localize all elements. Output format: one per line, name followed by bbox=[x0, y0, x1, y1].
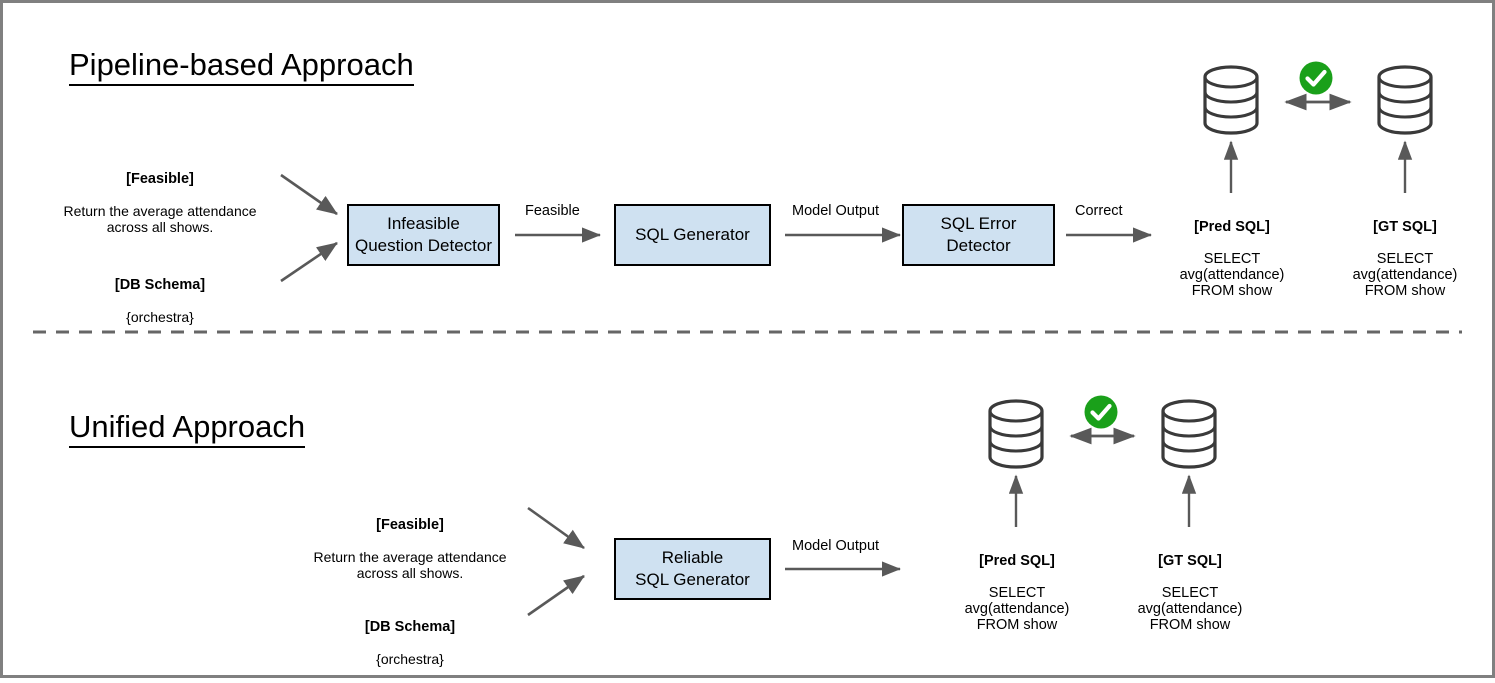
pipeline-pred-sql-body: SELECT avg(attendance) FROM show bbox=[1179, 251, 1285, 299]
edge-label-model-output-bottom: Model Output bbox=[792, 538, 880, 554]
unified-pred-sql: [Pred SQL] SELECT avg(attendance) FROM s… bbox=[941, 537, 1093, 649]
edge-label-feasible: Feasible bbox=[525, 203, 580, 219]
input-arrow-feasible-bottom bbox=[527, 506, 585, 550]
unified-input-schema-body: {orchestra} bbox=[376, 651, 444, 667]
unified-pred-sql-body: SELECT avg(attendance) FROM show bbox=[964, 585, 1070, 633]
pipeline-gt-sql: [GT SQL] SELECT avg(attendance) FROM sho… bbox=[1329, 203, 1481, 315]
unified-input-schema: [DB Schema] {orchestra} bbox=[315, 603, 505, 683]
database-icon-gt-bottom bbox=[1161, 399, 1217, 469]
pipeline-section-title: Pipeline-based Approach bbox=[69, 47, 414, 86]
green-check-icon-bottom bbox=[1084, 395, 1118, 429]
unified-pred-sql-header: [Pred SQL] bbox=[979, 553, 1055, 569]
input-arrow-schema-bottom bbox=[527, 574, 585, 617]
pipeline-input-feasible-body: Return the average attendance across all… bbox=[63, 203, 257, 235]
edge-label-correct: Correct bbox=[1075, 203, 1123, 219]
pipeline-pred-sql-header: [Pred SQL] bbox=[1194, 219, 1270, 235]
unified-section-title: Unified Approach bbox=[69, 409, 306, 448]
box-infeasible-question-detector[interactable]: Infeasible Question Detector bbox=[347, 204, 500, 266]
pipeline-gt-sql-header: [GT SQL] bbox=[1373, 219, 1437, 235]
box-reliable-sql-generator[interactable]: Reliable SQL Generator bbox=[614, 538, 771, 600]
database-icon-gt-top bbox=[1377, 65, 1433, 135]
input-arrow-schema-top bbox=[280, 241, 338, 283]
pipeline-pred-sql: [Pred SQL] SELECT avg(attendance) FROM s… bbox=[1156, 203, 1308, 315]
box-sql-error-detector[interactable]: SQL Error Detector bbox=[902, 204, 1055, 266]
input-arrow-feasible-top bbox=[280, 173, 338, 216]
pipeline-input-schema-header: [DB Schema] bbox=[114, 277, 206, 293]
unified-input-schema-header: [DB Schema] bbox=[364, 619, 456, 635]
unified-gt-sql-body: SELECT avg(attendance) FROM show bbox=[1137, 585, 1243, 633]
pipeline-input-schema-body: {orchestra} bbox=[126, 309, 194, 325]
unified-input-feasible-body: Return the average attendance across all… bbox=[313, 549, 507, 581]
box-sql-generator[interactable]: SQL Generator bbox=[614, 204, 771, 266]
green-check-icon-top bbox=[1299, 61, 1333, 95]
database-icon-pred-top bbox=[1203, 65, 1259, 135]
pipeline-input-schema: [DB Schema] {orchestra} bbox=[65, 261, 255, 341]
pipeline-input-feasible: [Feasible] Return the average attendance… bbox=[45, 155, 275, 251]
unified-input-feasible: [Feasible] Return the average attendance… bbox=[295, 501, 525, 597]
pipeline-gt-sql-body: SELECT avg(attendance) FROM show bbox=[1352, 251, 1458, 299]
pipeline-input-feasible-header: [Feasible] bbox=[126, 171, 194, 187]
unified-input-feasible-header: [Feasible] bbox=[376, 517, 444, 533]
edge-label-model-output-top: Model Output bbox=[792, 203, 880, 219]
unified-gt-sql: [GT SQL] SELECT avg(attendance) FROM sho… bbox=[1114, 537, 1266, 649]
unified-gt-sql-header: [GT SQL] bbox=[1158, 553, 1222, 569]
database-icon-pred-bottom bbox=[988, 399, 1044, 469]
